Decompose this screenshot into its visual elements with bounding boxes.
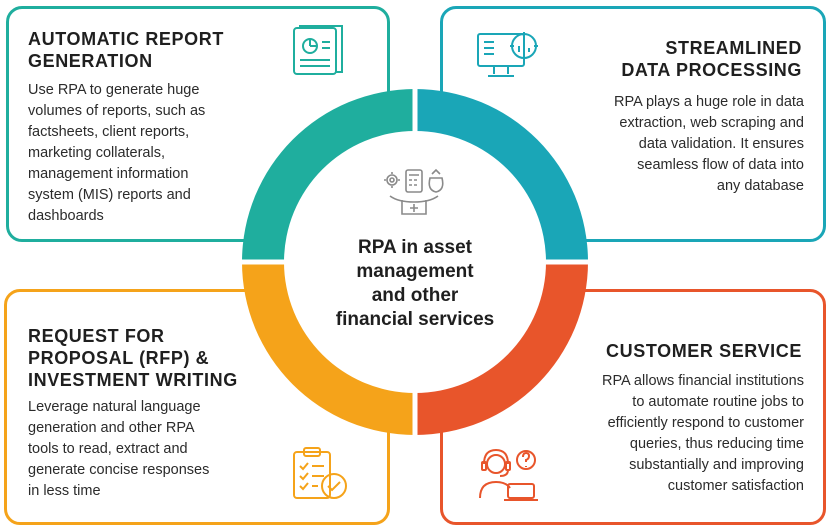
- checklist-clipboard-icon: [293, 447, 347, 499]
- title-line: INVESTMENT WRITING: [28, 370, 238, 390]
- body-line: Leverage natural language: [28, 399, 201, 415]
- body-line: RPA allows financial institutions: [601, 373, 804, 389]
- title-line: REQUEST FOR: [28, 326, 165, 346]
- body-line: seamless flow of data into: [637, 157, 804, 173]
- section-title-data-processing: STREAMLINED DATA PROCESSING: [621, 37, 802, 81]
- title-line: DATA PROCESSING: [621, 60, 802, 80]
- data-monitor-icon: [477, 32, 538, 77]
- section-body-report-generation: Use RPA to generate huge volumes of repo…: [28, 80, 268, 227]
- section-body-data-processing: RPA plays a huge role in data extraction…: [554, 92, 804, 197]
- title-line: CUSTOMER SERVICE: [606, 341, 802, 361]
- body-line: tools to read, extract and: [28, 441, 188, 457]
- center-line: and other: [371, 285, 459, 306]
- section-title-rfp-writing: REQUEST FOR PROPOSAL (RFP) & INVESTMENT …: [28, 325, 238, 391]
- ring-segment-red: [415, 262, 588, 435]
- center-line: financial services: [335, 309, 495, 330]
- body-line: generate concise responses: [28, 462, 210, 478]
- body-line: efficiently respond to customer: [607, 415, 804, 431]
- finance-robot-icon: [384, 168, 444, 215]
- ring-segment-orange: [242, 262, 415, 435]
- body-line: volumes of reports, such as: [28, 103, 206, 119]
- body-line: dashboards: [28, 208, 104, 224]
- body-line: management information: [28, 166, 189, 182]
- ring-segment-blue: [415, 89, 588, 262]
- body-line: queries, thus reducing time: [629, 436, 804, 452]
- support-agent-icon: [479, 448, 538, 501]
- body-line: data validation. It ensures: [638, 136, 804, 152]
- title-line: GENERATION: [28, 51, 153, 71]
- body-line: to automate routine jobs to: [632, 394, 804, 410]
- body-line: extraction, web scraping and: [619, 115, 804, 131]
- report-document-icon: [293, 25, 343, 75]
- body-line: generation and other RPA: [28, 420, 195, 436]
- section-title-customer-service: CUSTOMER SERVICE: [606, 340, 802, 362]
- section-title-report-generation: AUTOMATIC REPORT GENERATION: [28, 28, 224, 72]
- body-line: in less time: [28, 483, 101, 499]
- center-line: management: [356, 261, 474, 282]
- title-line: STREAMLINED: [665, 38, 802, 58]
- body-line: RPA plays a huge role in data: [614, 94, 804, 110]
- body-line: factsheets, client reports,: [28, 124, 190, 140]
- ring-segment-teal: [242, 89, 415, 262]
- body-line: marketing collaterals,: [28, 145, 165, 161]
- body-line: Use RPA to generate huge: [28, 82, 200, 98]
- center-title: RPA in asset management and other financ…: [305, 236, 525, 332]
- title-line: PROPOSAL (RFP) &: [28, 348, 210, 368]
- center-line: RPA in asset: [357, 237, 473, 258]
- section-body-rfp-writing: Leverage natural language generation and…: [28, 397, 258, 502]
- body-line: customer satisfaction: [667, 478, 804, 494]
- body-line: substantially and improving: [629, 457, 804, 473]
- body-line: any database: [716, 178, 804, 194]
- section-body-customer-service: RPA allows financial institutions to aut…: [539, 371, 804, 497]
- title-line: AUTOMATIC REPORT: [28, 29, 224, 49]
- body-line: system (MIS) reports and: [28, 187, 191, 203]
